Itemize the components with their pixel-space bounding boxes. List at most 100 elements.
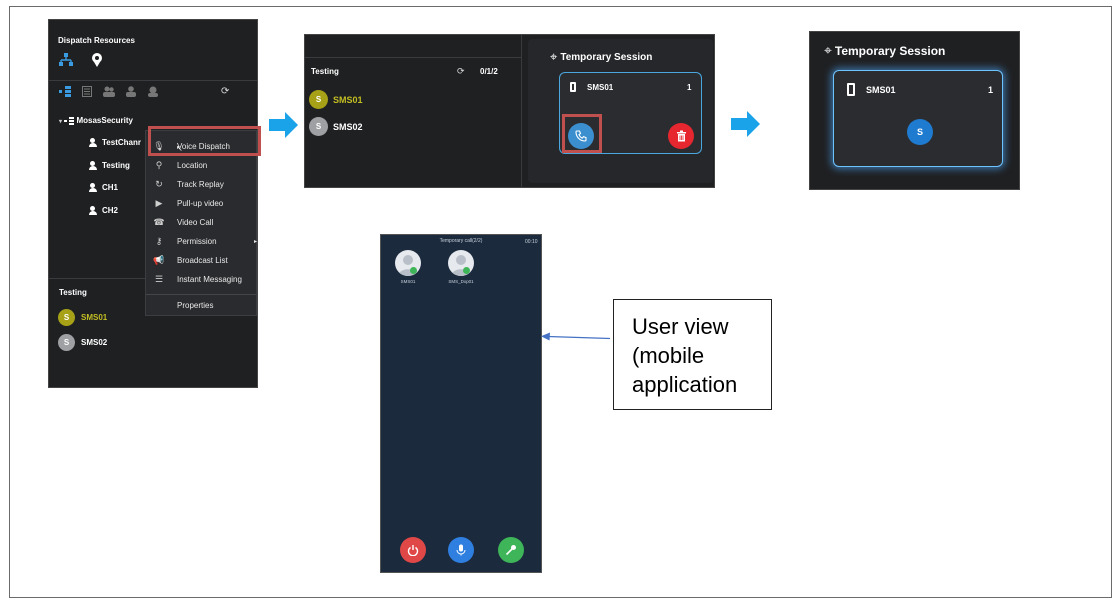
menu-item-pull-up-video[interactable]: ▶ Pull-up video [151,196,224,210]
menu-item-video-call[interactable]: ☎Video Call [151,215,213,229]
channel-label: CH2 [102,206,119,215]
permission-icon: ⚷ [155,235,163,246]
callout-line: application [632,372,738,397]
phone-icon [575,130,587,142]
avatar: S [58,309,75,326]
group-title: Testing [59,288,87,297]
session-card-active[interactable]: SMS01 1 S [833,70,1003,167]
radio-device-icon [847,83,855,96]
tree-root[interactable]: ▾ MosasSecurity [59,116,133,125]
user-view-callout: User view (mobile application [613,299,772,410]
speaker-avatar: S [907,119,933,145]
member-name: SMS01 [333,94,363,105]
trash-icon [676,130,686,142]
tree-root-label: MosasSecurity [76,116,133,125]
participant[interactable]: SMS01 [395,250,421,284]
divider [49,80,257,81]
cursor-icon: ↖ [176,144,183,153]
location-pin-icon [92,53,102,67]
tab-map[interactable] [90,52,104,73]
member-name: SMS01 [81,313,108,322]
menu-item-permission[interactable]: ⚷Permission▸ [151,234,257,248]
microphone-icon: 🎙 [153,140,165,151]
call-timer: 00:10 [525,239,538,245]
member-row[interactable]: S SMS01 [309,90,363,109]
menu-label: Track Replay [177,179,224,189]
highlight-voice-dispatch [148,126,261,156]
hangup-button[interactable] [400,537,426,563]
track-icon: ↻ [155,178,163,189]
list-view-icon[interactable] [82,86,92,97]
online-indicator-icon [463,267,470,274]
callout-line: User view [632,314,729,339]
channel-icon [89,138,99,148]
card-name: SMS01 [866,85,896,95]
tree-channel[interactable]: Testing [89,161,130,171]
ptt-button[interactable] [498,537,524,563]
menu-item-voice-dispatch[interactable]: 🎙Voice Dispatch [151,139,230,153]
avatar: S [309,90,328,109]
microphone-button[interactable] [448,537,474,563]
menu-item-location[interactable]: ⚲Location [151,158,208,172]
session-panel: Testing ⟳ 0/1/2 S SMS01 S SMS02 ⌖ Tempor… [304,34,715,188]
menu-item-track-replay[interactable]: ↻ Track Replay [151,177,224,191]
avatar: S [58,334,75,351]
member-count: 0/1/2 [480,67,498,76]
call-header: Temporary call(2/2) [439,238,483,244]
menu-label: Video Call [177,217,214,227]
member-row[interactable]: S SMS02 [309,117,363,136]
menu-item-instant-messaging[interactable]: ☰ Instant Messaging [151,272,242,286]
channel-icon [89,206,99,216]
person-icon [451,255,471,276]
session-header: ⌖ Temporary Session [824,42,945,59]
tree-channel[interactable]: CH2 [89,206,119,216]
microphone-alt-icon [505,545,516,556]
menu-item-properties[interactable]: Properties [151,298,213,312]
refresh-icon[interactable]: ⟳ [457,66,465,76]
user-filter-icon[interactable] [126,86,136,97]
tree-channel[interactable]: CH1 [89,183,119,193]
channel-label: CH1 [102,183,119,192]
tree-channel[interactable]: TestChanr [89,138,141,148]
card-count: 1 [988,85,994,95]
group-title: Testing [311,67,339,76]
active-session-panel: ⌖ Temporary Session SMS01 1 S [809,31,1020,190]
online-indicator-icon [410,267,417,274]
delete-button[interactable] [668,123,694,149]
org-tree-icon [59,53,73,66]
member-row[interactable]: S SMS01 [58,309,107,326]
pointer-arrow-icon [541,332,611,341]
power-icon [407,545,419,556]
call-button[interactable] [568,123,594,149]
filter-bar [59,86,159,97]
dispatcher-filter-icon[interactable] [147,86,159,97]
menu-label: Pull-up video [177,198,224,208]
menu-item-broadcast-list[interactable]: 📢Broadcast List [151,253,228,267]
message-icon: ☰ [154,273,164,284]
context-menu: 🎙Voice Dispatch ⚲Location ↻Track Replay … [145,130,257,316]
refresh-icon[interactable]: ⟳ [221,86,230,97]
submenu-arrow-icon: ▸ [253,238,257,245]
member-row[interactable]: S SMS02 [58,334,107,351]
highlight-call-button [562,114,602,153]
divider [521,35,522,187]
session-title: Temporary Session [834,43,946,58]
org-icon [64,116,75,125]
group-filter-icon[interactable] [103,86,115,97]
radio-device-icon [570,82,576,92]
session-title: Temporary Session [560,51,653,63]
avatar [448,250,474,276]
participant[interactable]: SMS_Dxp01 [448,250,476,284]
card-count: 1 [687,83,692,92]
session-card[interactable]: SMS01 1 [559,72,702,154]
tab-org-tree[interactable] [58,52,74,73]
tree-view-icon[interactable] [59,86,71,97]
menu-label: Instant Messaging [177,274,242,284]
menu-label: Broadcast List [177,255,228,265]
video-icon: ▶ [155,197,163,208]
member-name: SMS02 [81,338,108,347]
microphone-icon [456,544,466,556]
channel-icon [89,183,99,193]
flow-arrow-icon [269,112,298,138]
session-header: ⌖ Temporary Session [550,49,652,65]
